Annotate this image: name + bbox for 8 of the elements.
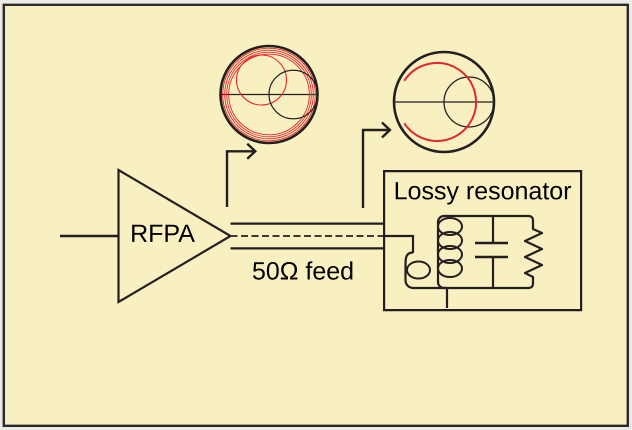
smith-chart — [392, 50, 496, 154]
arrow — [362, 122, 392, 208]
edge-label: 50Ω feed — [250, 260, 356, 282]
smith-chart — [219, 44, 319, 144]
resonator-box: Lossy resonator — [383, 170, 582, 312]
arrow — [226, 142, 257, 207]
transmission-line — [230, 222, 383, 250]
input-line — [60, 234, 118, 238]
